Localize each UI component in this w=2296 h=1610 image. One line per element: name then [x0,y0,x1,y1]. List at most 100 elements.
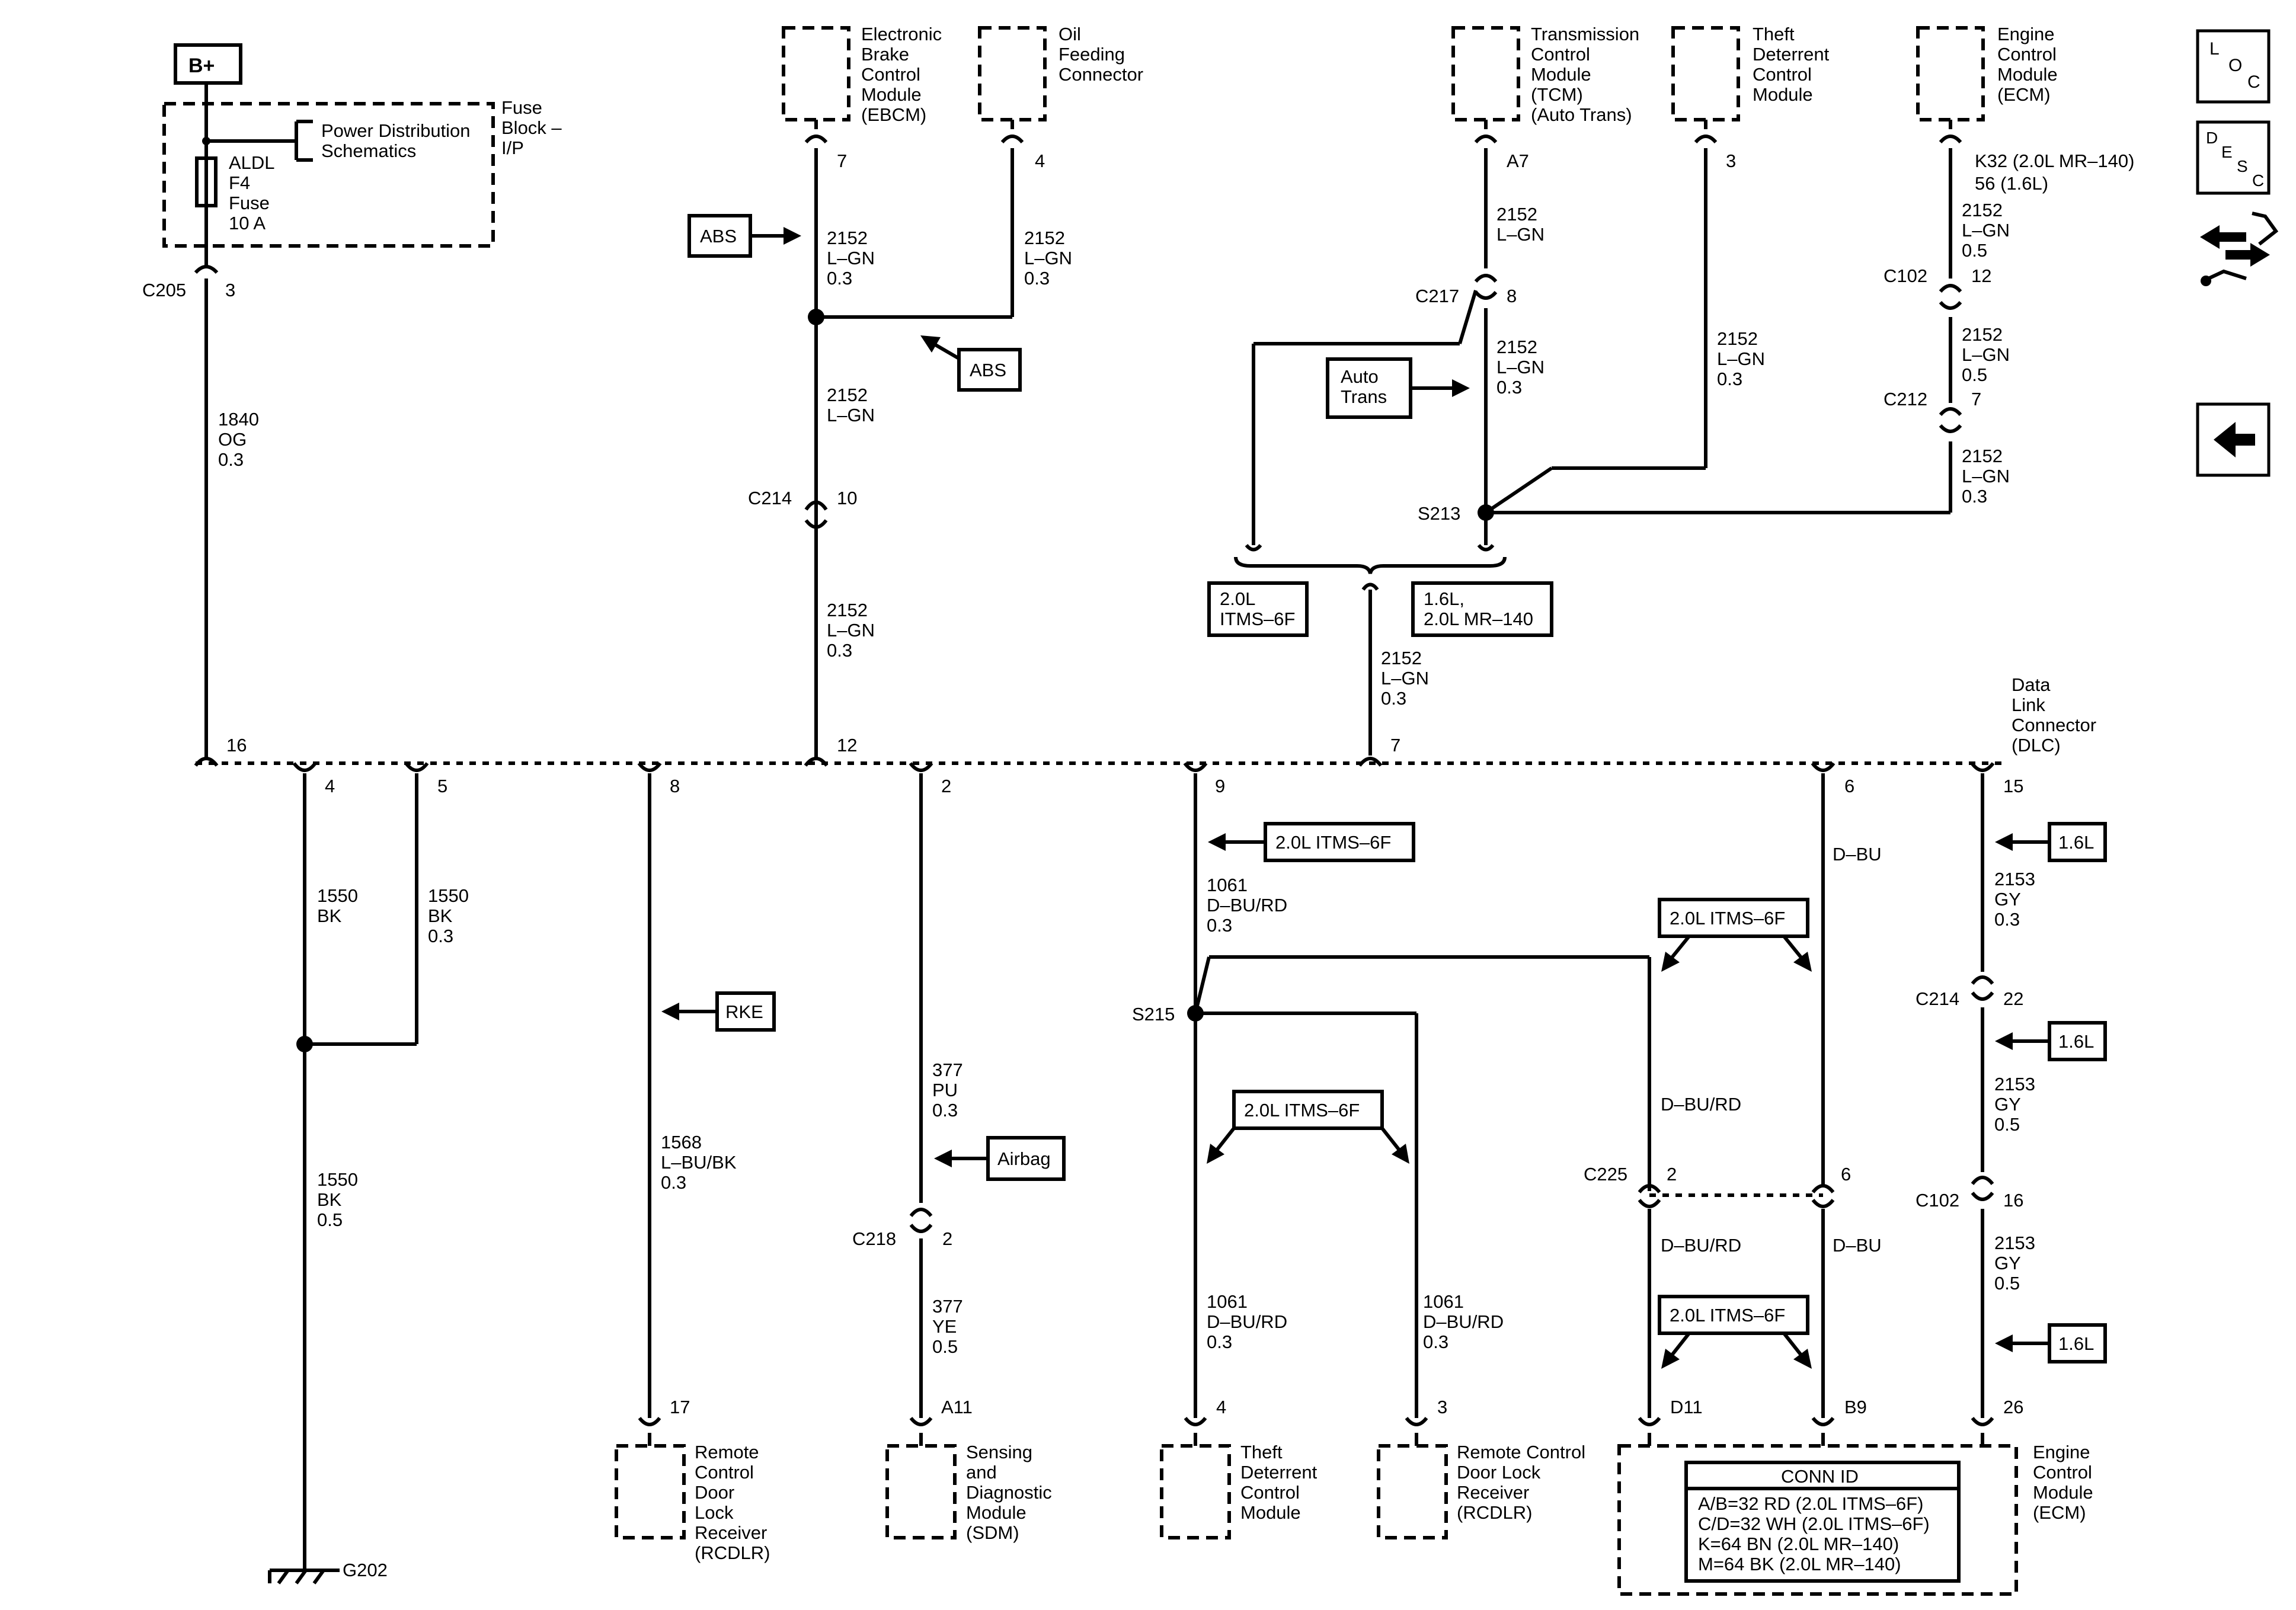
fuse-label: ALDL F4 Fuse 10 A [229,152,275,233]
svg-text:Auto: Auto [1341,366,1379,387]
svg-text:B9: B9 [1844,1397,1867,1417]
svg-text:0.3: 0.3 [1024,268,1050,289]
rcdlr-left-label: Remote Control Door Lock Receiver (RCDLR… [695,1442,770,1563]
svg-text:1550: 1550 [317,885,358,906]
svg-text:(RCDLR): (RCDLR) [695,1542,770,1563]
svg-text:Data: Data [2012,674,2051,695]
svg-text:0.3: 0.3 [1423,1331,1448,1352]
svg-text:4: 4 [1035,151,1045,171]
itms-lower-right-reference[interactable]: 2.0L ITMS–6F [1658,1295,1809,1335]
svg-text:Module: Module [861,84,922,105]
svg-text:C: C [2252,171,2264,190]
wire-tcm-b: 2152 L–GN 0.3 [1496,337,1544,398]
svg-text:Engine: Engine [2033,1442,2090,1462]
wire-d-bu-rd-lower: D–BU/RD [1661,1235,1741,1256]
svg-text:K32 (2.0L MR–140): K32 (2.0L MR–140) [1975,151,2134,171]
auto-trans-reference[interactable]: Auto Trans [1326,357,1412,419]
wire-2153-c: 2153 GY 0.5 [1994,1233,2035,1294]
itms-upper-right-reference[interactable]: 2.0L ITMS–6F [1658,898,1809,938]
svg-text:Control: Control [2033,1462,2092,1483]
svg-text:(ECM): (ECM) [2033,1502,2086,1523]
svg-text:0.3: 0.3 [1962,486,1987,507]
svg-text:2.0L ITMS–6F: 2.0L ITMS–6F [1244,1100,1360,1121]
svg-text:2152: 2152 [1381,648,1422,668]
svg-text:L–GN: L–GN [1496,224,1544,245]
svg-text:L–GN: L–GN [1496,357,1544,377]
svg-text:Module: Module [1531,64,1591,85]
rke-reference[interactable]: RKE [715,991,776,1032]
l16-reference-3[interactable]: 1.6L [2048,1323,2107,1363]
svg-text:1061: 1061 [1207,1291,1248,1312]
svg-text:7: 7 [837,151,847,171]
svg-text:Electronic: Electronic [861,24,942,44]
svg-text:0.3: 0.3 [932,1100,958,1121]
svg-text:15: 15 [2003,776,2023,796]
loc-nav-button[interactable]: L O C [2196,29,2271,104]
rcdlr-right-module [1377,1444,1448,1539]
airbag-reference[interactable]: Airbag [986,1136,1066,1181]
svg-text:Diagnostic: Diagnostic [966,1482,1052,1503]
wire-1840: 1840 OG 0.3 [218,409,259,470]
svg-text:L–GN: L–GN [1962,220,2010,241]
svg-text:Control: Control [1240,1482,1300,1503]
svg-text:E: E [2221,143,2233,161]
svg-text:2152: 2152 [827,228,868,248]
svg-text:C/D=32 WH (2.0L ITMS–6F): C/D=32 WH (2.0L ITMS–6F) [1698,1513,1930,1534]
svg-text:Oil: Oil [1059,24,1081,44]
abs-reference-2[interactable]: ABS [957,348,1022,392]
theft-bottom-label: Theft Deterrent Control Module [1240,1442,1318,1523]
svg-text:Deterrent: Deterrent [1753,44,1830,65]
svg-text:A/B=32 RD (2.0L ITMS–6F): A/B=32 RD (2.0L ITMS–6F) [1698,1493,1923,1514]
svg-text:3: 3 [1726,151,1736,171]
l16-reference-2[interactable]: 1.6L [2048,1021,2107,1061]
ecm-top-module [1916,26,1985,121]
svg-text:8: 8 [670,776,680,796]
itms-pin9-reference[interactable]: 2.0L ITMS–6F [1264,822,1415,862]
svg-text:L–GN: L–GN [1962,466,2010,486]
wire-2153-b: 2153 GY 0.5 [1994,1074,2035,1135]
svg-text:0.3: 0.3 [1717,369,1742,389]
wire-1061-a: 1061 D–BU/RD 0.3 [1207,875,1287,936]
svg-text:(ECM): (ECM) [1997,84,2051,105]
c102-bottom-label: C102 [1916,1190,1959,1211]
svg-text:1061: 1061 [1207,875,1248,895]
ebcm-module [782,26,850,121]
abs-reference-1[interactable]: ABS [687,214,752,258]
tcm-module [1451,26,1520,121]
svg-text:Fuse: Fuse [501,97,542,118]
itms-s215-reference[interactable]: 2.0L ITMS–6F [1232,1090,1384,1130]
wire-d-bu-lower: D–BU [1833,1235,1882,1256]
svg-text:16: 16 [2003,1190,2023,1211]
svg-text:BK: BK [317,1189,342,1210]
b-plus-box: B+ [174,43,242,85]
ground-label: G202 [343,1560,388,1580]
oil-feeding-label: Oil Feeding Connector [1059,24,1143,85]
rcdlr-left-module [615,1444,686,1539]
l16-reference-1[interactable]: 1.6L [2048,822,2107,862]
svg-text:B+: B+ [188,55,215,77]
svg-text:Block –: Block – [501,117,562,138]
svg-text:10: 10 [837,488,857,508]
svg-text:2152: 2152 [1962,446,2003,466]
svg-text:CONN ID: CONN ID [1781,1466,1859,1487]
svg-text:Remote Control: Remote Control [1457,1442,1585,1462]
svg-text:PU: PU [932,1080,958,1100]
svg-text:2152: 2152 [1496,337,1537,357]
connector-tools-icon[interactable] [2200,212,2279,286]
wire-ecm-b: 2152 L–GN 0.5 [1962,324,2010,385]
svg-text:Remote: Remote [695,1442,759,1462]
svg-text:0.5: 0.5 [1994,1273,2020,1294]
svg-text:BK: BK [317,905,342,926]
theft-deterrent-bottom [1160,1444,1231,1539]
back-arrow-button[interactable] [2196,402,2271,477]
svg-text:0.5: 0.5 [1962,364,1987,385]
rcdlr-right-label: Remote Control Door Lock Receiver (RCDLR… [1457,1442,1585,1523]
svg-text:0.3: 0.3 [1207,1331,1232,1352]
ebcm-label: Electronic Brake Control Module (EBCM) [861,24,942,125]
svg-text:3: 3 [1437,1397,1447,1417]
desc-nav-button[interactable]: D E S C [2196,120,2271,195]
svg-text:Airbag: Airbag [997,1148,1051,1169]
wire-tcm-a: 2152 L–GN [1496,204,1544,245]
svg-text:Module: Module [966,1502,1027,1523]
